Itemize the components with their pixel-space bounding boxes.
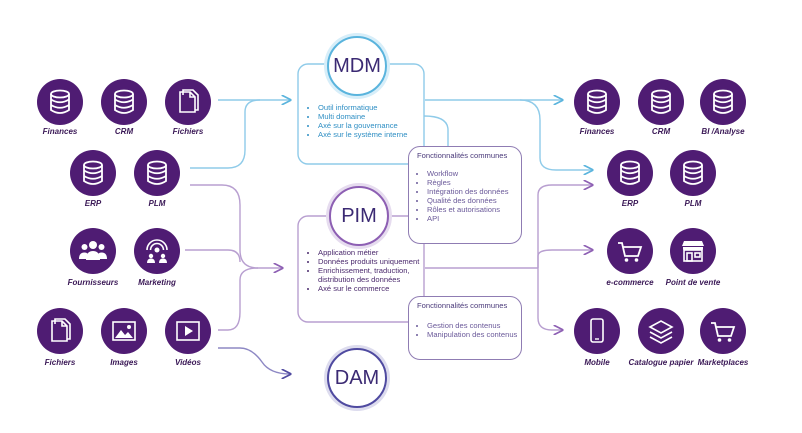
people-icon xyxy=(79,241,107,260)
source-finances xyxy=(37,79,83,125)
mobile-phone-icon xyxy=(590,318,604,343)
source-marketing-label: Marketing xyxy=(138,278,176,287)
target-plm-label: PLM xyxy=(684,199,702,208)
source-erp xyxy=(70,150,116,196)
documents-icon xyxy=(179,89,199,113)
video-play-icon xyxy=(176,321,200,341)
target-bi-analyse-label: BI /Analyse xyxy=(701,127,745,136)
database-icon xyxy=(83,160,103,185)
target-point-de-vente xyxy=(670,228,716,274)
documents-icon xyxy=(51,318,71,342)
source-fournisseurs xyxy=(70,228,116,274)
link-mdm-targets-lower xyxy=(519,99,592,170)
target-ecommerce-label: e-commerce xyxy=(606,278,654,287)
mdm-feature-list: Outil informatique Multi domaine Axé sur… xyxy=(308,103,428,139)
source-fichiers-media xyxy=(37,308,83,354)
target-mobile-label: Mobile xyxy=(584,358,610,367)
target-crm xyxy=(638,79,684,125)
mdm-hub: MDM xyxy=(327,36,387,96)
common-features-list: Workflow Règles Intégration des données … xyxy=(417,169,527,223)
list-item: Workflow xyxy=(427,169,527,178)
database-icon xyxy=(587,89,607,114)
source-marketing xyxy=(134,228,180,274)
database-icon xyxy=(620,160,640,185)
pim-feature-list: Application métier Données produits uniq… xyxy=(308,248,430,293)
target-erp xyxy=(607,150,653,196)
target-catalogue-papier-label: Catalogue papier xyxy=(628,358,694,367)
list-item: Enrichissement, traduction, distribution… xyxy=(318,266,430,284)
target-mobile xyxy=(574,308,620,354)
list-item: Multi domaine xyxy=(318,112,428,121)
link-pim-erp xyxy=(537,185,592,268)
source-plm-label: PLM xyxy=(148,199,166,208)
list-item: Règles xyxy=(427,178,527,187)
image-icon xyxy=(112,321,136,341)
source-videos-label: Vidéos xyxy=(175,358,201,367)
source-crm xyxy=(101,79,147,125)
database-icon xyxy=(683,160,703,185)
broadcast-person-icon xyxy=(146,239,168,263)
list-item: Axé sur le système interne xyxy=(318,130,428,139)
cart-icon xyxy=(618,242,643,262)
link-fournisseurs-pim xyxy=(185,249,241,263)
target-crm-label: CRM xyxy=(651,127,671,136)
source-images-label: Images xyxy=(110,358,138,367)
list-item: Rôles et autorisations xyxy=(427,205,527,214)
source-plm xyxy=(134,150,180,196)
target-marketplaces xyxy=(700,308,746,354)
link-pim-ecommerce xyxy=(537,250,592,268)
list-item: Axé sur le commerce xyxy=(318,284,430,293)
list-item: Intégration des données xyxy=(427,187,527,196)
source-images xyxy=(101,308,147,354)
link-media-pim xyxy=(218,267,259,331)
target-point-de-vente-label: Point de vente xyxy=(665,278,721,287)
common-features-title: Fonctionnalités communes xyxy=(417,301,508,310)
target-ecommerce xyxy=(607,228,653,274)
target-finances xyxy=(574,79,620,125)
dam-hub: DAM xyxy=(327,348,387,408)
source-fichiers-label: Fichiers xyxy=(172,127,204,136)
layers-icon xyxy=(648,320,674,344)
database-icon xyxy=(713,89,733,114)
database-icon xyxy=(147,160,167,185)
common-features-box-1: Fonctionnalités communes Workflow Règles… xyxy=(408,146,522,244)
link-media-dam xyxy=(218,347,290,374)
list-item: Axé sur la gouvernance xyxy=(318,121,428,130)
list-item: Données produits uniquement xyxy=(318,257,430,266)
list-item: Gestion des contenus xyxy=(427,321,527,330)
source-fichiers-media-label: Fichiers xyxy=(44,358,76,367)
list-item: Qualité des données xyxy=(427,196,527,205)
list-item: API xyxy=(427,214,527,223)
source-fichiers xyxy=(165,79,211,125)
database-icon xyxy=(651,89,671,114)
database-icon xyxy=(114,89,134,114)
source-crm-label: CRM xyxy=(114,127,134,136)
database-icon xyxy=(50,89,70,114)
source-finances-label: Finances xyxy=(42,127,78,136)
link-erp-mdm xyxy=(190,99,261,169)
target-erp-label: ERP xyxy=(621,199,639,208)
target-marketplaces-label: Marketplaces xyxy=(697,358,749,367)
link-pim-mobile xyxy=(537,268,562,330)
target-bi-analyse xyxy=(700,79,746,125)
source-fournisseurs-label: Fournisseurs xyxy=(67,278,119,287)
target-plm xyxy=(670,150,716,196)
common-features-title: Fonctionnalités communes xyxy=(417,151,508,160)
source-videos xyxy=(165,308,211,354)
cart-icon xyxy=(711,322,736,342)
common-features-list: Gestion des contenus Manipulation des co… xyxy=(417,321,527,339)
list-item: Manipulation des contenus xyxy=(427,330,527,339)
list-item: Outil informatique xyxy=(318,103,428,112)
storefront-icon xyxy=(682,241,704,262)
common-features-box-2: Fonctionnalités communes Gestion des con… xyxy=(408,296,522,360)
link-plm-pim xyxy=(190,184,282,268)
link-mdm-features xyxy=(423,115,449,146)
target-finances-label: Finances xyxy=(579,127,615,136)
target-catalogue-papier xyxy=(638,308,684,354)
pim-hub: PIM xyxy=(329,186,389,246)
list-item: Application métier xyxy=(318,248,430,257)
source-erp-label: ERP xyxy=(84,199,102,208)
